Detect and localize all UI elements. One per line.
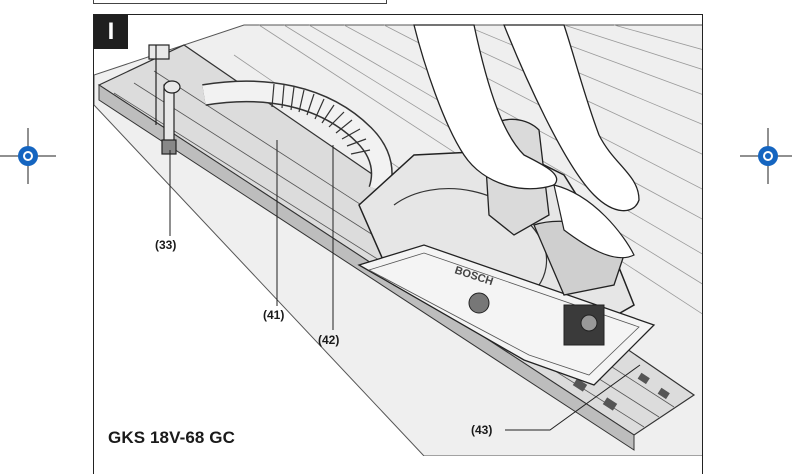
callout-33: (33) [155,238,177,252]
figure-frame: I [93,14,703,474]
circular-saw-illustration: BOSCH [94,24,702,456]
callout-43: (43) [471,423,493,437]
registration-mark-left-icon [0,128,56,184]
callout-42: (42) [318,333,340,347]
registration-mark-right-icon [740,128,792,184]
model-name: GKS 18V-68 GC [108,428,235,447]
top-frame-edge [93,0,387,4]
callout-41: (41) [263,308,285,322]
figure-tag: I [94,15,128,49]
